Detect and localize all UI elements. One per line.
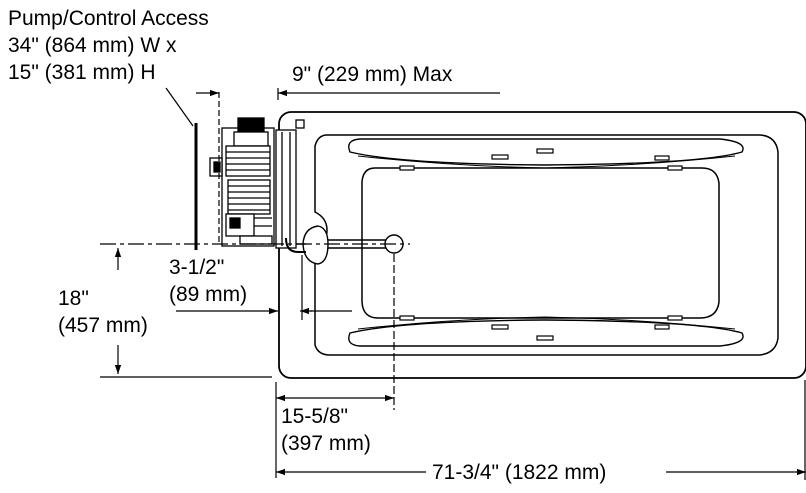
drain-assembly xyxy=(296,225,404,265)
tub-inner-well xyxy=(314,134,779,356)
jet xyxy=(536,148,554,154)
access-wall xyxy=(165,87,198,250)
jet xyxy=(654,155,670,161)
drain-height-mm-label: (457 mm) xyxy=(58,314,148,337)
jet xyxy=(667,165,683,171)
jet xyxy=(399,165,415,171)
pump-offset-mm-label: (89 mm) xyxy=(169,283,248,306)
jet xyxy=(399,315,415,321)
pump-offset-inch-label: 3-1/2" xyxy=(169,256,225,279)
access-width-label: 34" (864 mm) W x xyxy=(8,34,177,57)
jets xyxy=(399,148,683,341)
jet xyxy=(667,315,683,321)
drain-offset-mm-label: (397 mm) xyxy=(281,432,371,455)
max-offset-label: 9" (229 mm) Max xyxy=(292,63,453,86)
drain-offset-inch-label: 15-5/8" xyxy=(281,405,348,428)
access-height-label: 15" (381 mm) H xyxy=(8,61,156,84)
tub-basin xyxy=(361,167,720,319)
pump-unit xyxy=(209,117,306,253)
jet xyxy=(491,154,509,160)
dimension-lines xyxy=(100,88,806,480)
jet xyxy=(491,324,509,330)
overall-length-label: 71-3/4" (1822 mm) xyxy=(432,461,607,484)
overflow xyxy=(302,225,329,265)
access-title-label: Pump/Control Access xyxy=(8,7,209,30)
jet xyxy=(654,324,670,330)
tub xyxy=(278,111,806,379)
jet xyxy=(536,335,554,341)
drain-height-inch-label: 18" xyxy=(58,287,89,310)
